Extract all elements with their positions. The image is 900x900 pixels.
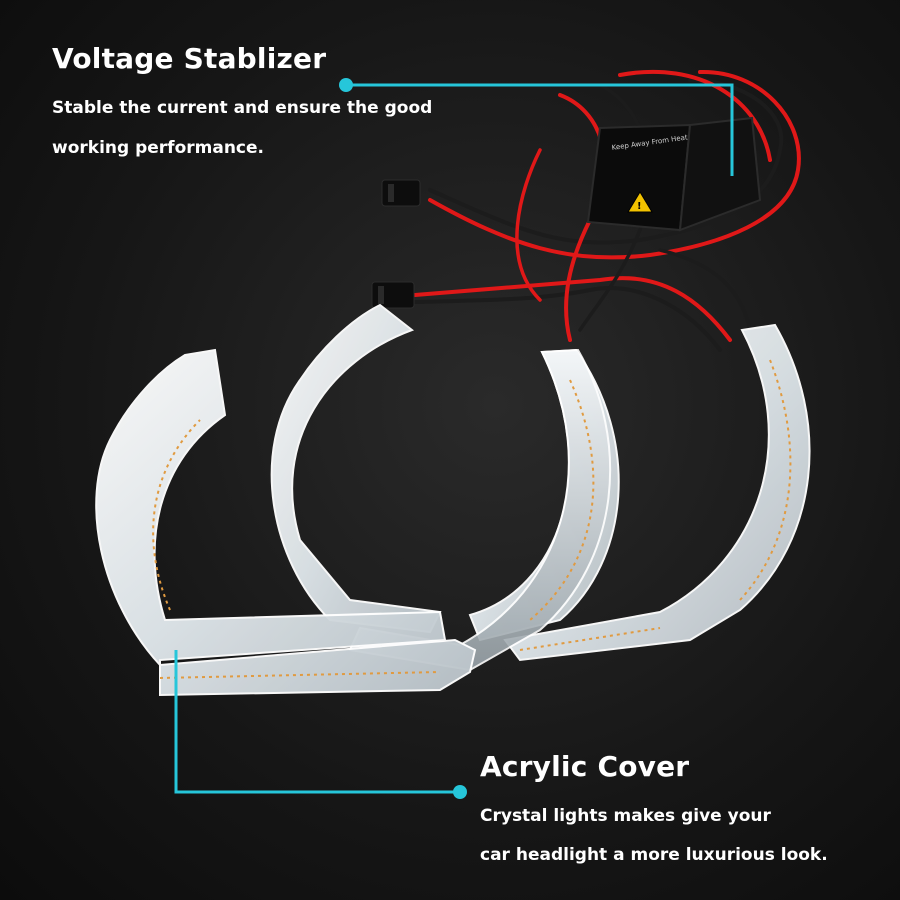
stabilizer-callout-dot xyxy=(339,78,353,92)
wire-connector xyxy=(371,281,415,309)
acrylic-callout-line xyxy=(174,650,460,794)
stabilizer-description-line2: working performance. xyxy=(52,138,264,158)
wire-connector xyxy=(381,179,421,207)
stabilizer-description-line1: Stable the current and ensure the good xyxy=(52,98,433,118)
acrylic-description-line2: car headlight a more luxurious look. xyxy=(480,845,828,865)
acrylic-title: Acrylic Cover xyxy=(480,750,690,783)
stabilizer-module: Keep Away From Heat ! xyxy=(586,116,762,232)
acrylic-callout-dot xyxy=(453,785,467,799)
stabilizer-title: Voltage Stablizer xyxy=(52,42,327,75)
warning-icon xyxy=(627,191,653,213)
acrylic-description-line1: Crystal lights makes give your xyxy=(480,806,771,826)
stabilizer-callout-line xyxy=(346,83,734,176)
halo-ring-left xyxy=(95,348,477,697)
warning-mark: ! xyxy=(637,201,642,212)
